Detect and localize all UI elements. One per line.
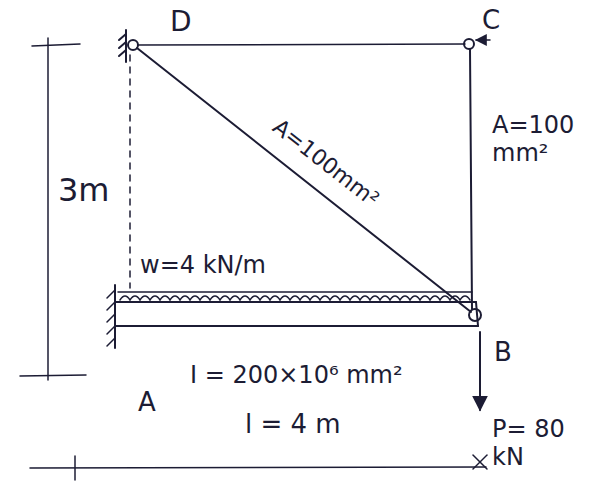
rod-db: [137, 48, 471, 312]
load-label: w=4 kN/m: [140, 252, 266, 280]
point-label: A: [138, 388, 156, 418]
dimension-horizontal: [30, 455, 487, 480]
point-label: D: [170, 6, 192, 38]
top-line: [138, 44, 465, 45]
pin-support-d: [119, 30, 138, 62]
dashed-line: [129, 55, 131, 288]
cantilever-beam: [116, 302, 481, 326]
point-label: C: [482, 6, 500, 36]
rod-cb: [470, 49, 472, 309]
point-label: B: [494, 338, 512, 368]
inertia-label: I = 200×10⁶ mm²: [190, 362, 403, 390]
pin-support-c: [464, 39, 490, 49]
load-label: P= 80 kN: [492, 416, 578, 471]
area-label: A=100 mm²: [492, 112, 576, 167]
dimension-label: l = 4 m: [245, 410, 341, 440]
dimension-label: 3m: [58, 172, 110, 209]
dimension-vertical: [20, 38, 86, 380]
fixed-wall: [107, 285, 115, 348]
load-arrow: [479, 332, 481, 410]
distributed-load: [118, 292, 472, 300]
